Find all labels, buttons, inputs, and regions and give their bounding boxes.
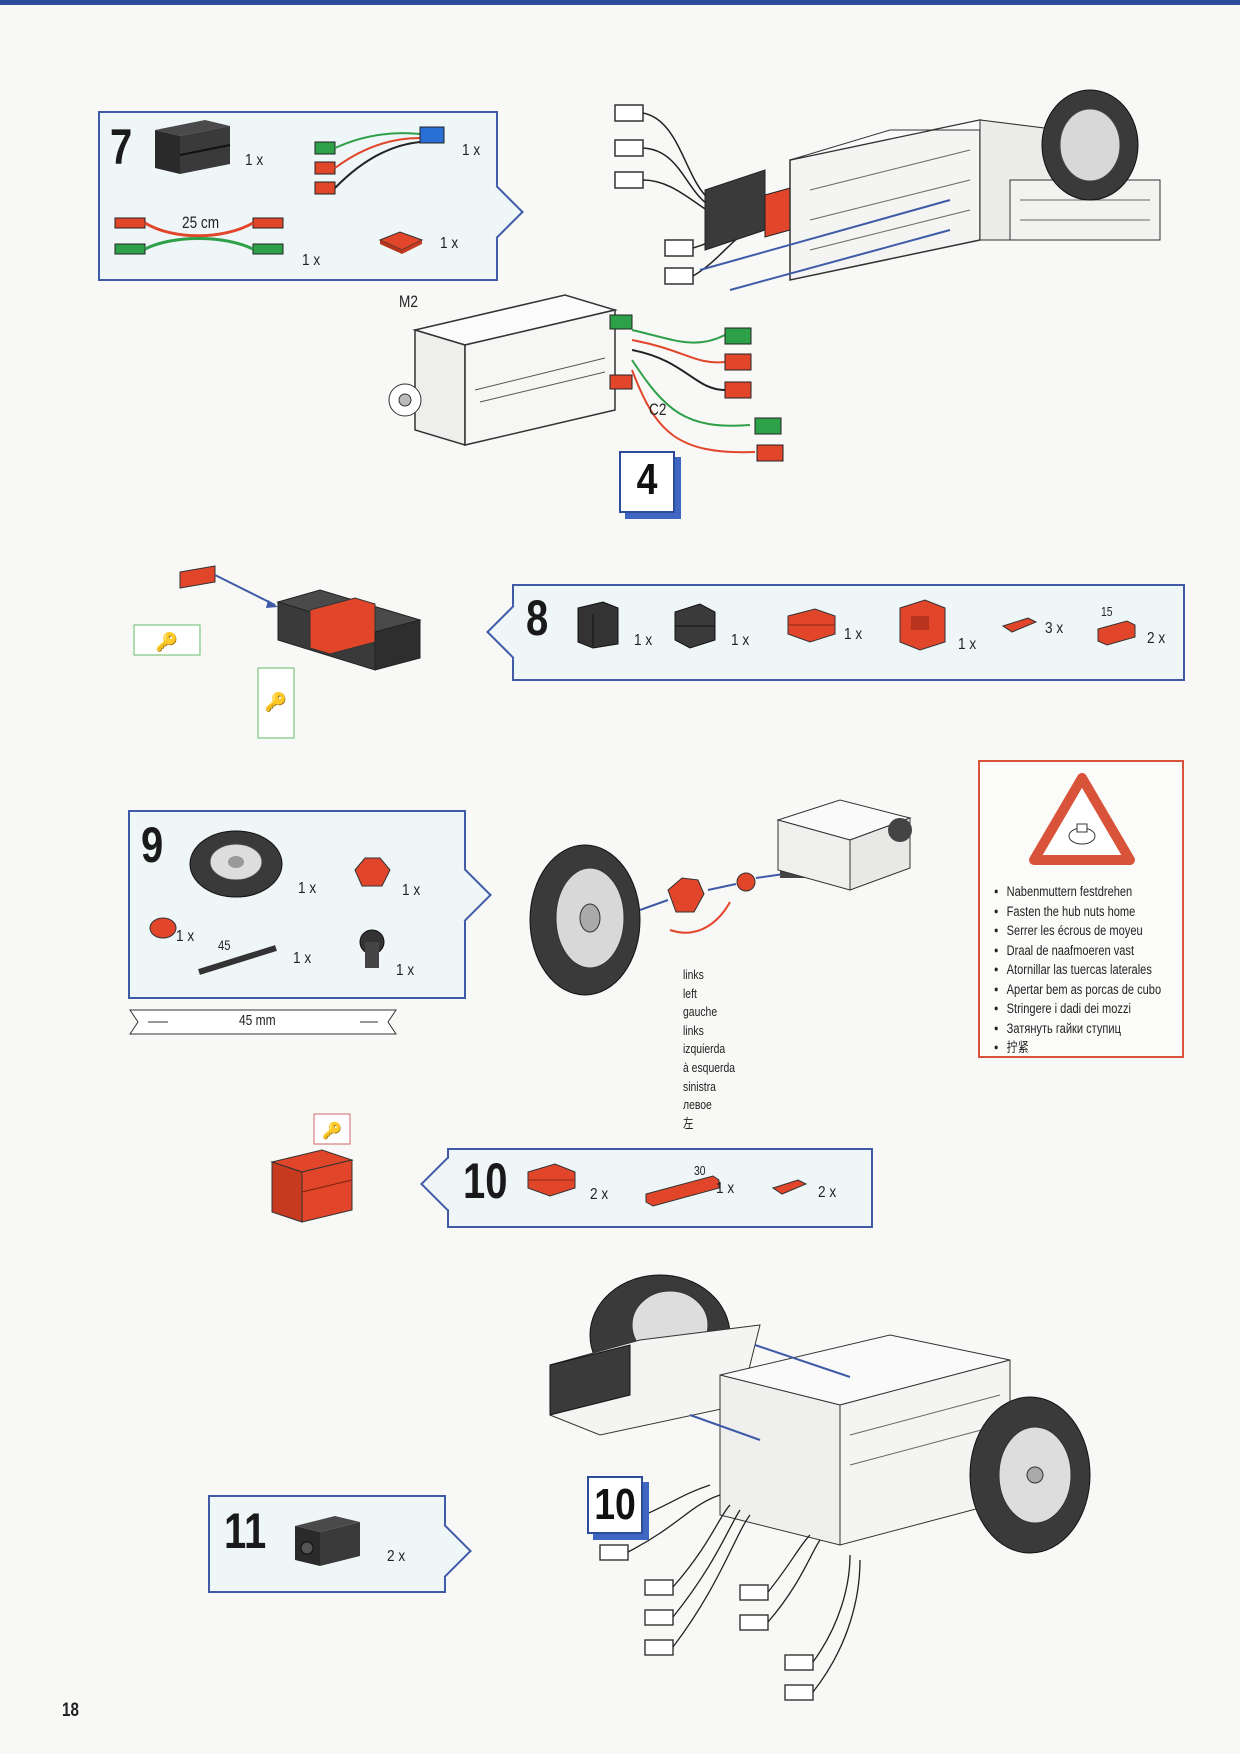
svg-text:🔑: 🔑 [156,631,178,653]
svg-text:🔑: 🔑 [322,1121,342,1140]
step9-qty-tire: 1 x [298,880,317,897]
warning-item: Serrer les écrous de moyeu [994,921,1161,941]
step8-qty-3: 1 x [844,626,863,643]
step8-part-1-black-block [577,601,619,649]
step10-red-block-illustration: 🔑 [270,1113,354,1223]
step7-qty-block: 1 x [245,152,264,169]
svg-text:🔑: 🔑 [265,691,287,713]
step8-qty-5: 3 x [1045,620,1064,637]
page-number: 18 [62,1700,79,1721]
switch-label: C2 [649,400,667,419]
side-label: sinistra [683,1078,716,1094]
step9-gear-icon [359,929,385,968]
top-color-bar [0,0,1240,5]
step8-part-5-red-small [1001,617,1038,633]
step9-number: 9 [141,817,164,873]
warning-list: Nabenmuttern festdrehen Fasten the hub n… [994,882,1198,1058]
motor-m2-illustration [388,294,784,462]
step9-qty-axle: 1 x [293,950,312,967]
step9-hubnut-icon [354,857,391,887]
warning-item: Atornillar las tuercas laterales [994,960,1161,980]
step8-parts-box [512,584,1185,681]
side-label: gauche [683,1004,718,1020]
step8-assembly-illustration: 🔑 🔑 [133,565,422,739]
step8-size-6: 15 [1101,604,1113,619]
step10-red-small-icon [771,1179,808,1195]
side-label: левое [683,1097,712,1113]
step8-qty-1: 1 x [634,632,653,649]
step7-switch-cable-icon [314,126,445,195]
step7-chassis-illustration [614,89,1161,291]
step8-qty-2: 1 x [731,632,750,649]
side-label: à esquerda [683,1059,736,1075]
warning-item: Затянуть гайки ступиц [994,1019,1161,1039]
step10-parts-box [447,1148,873,1228]
side-label: 左 [683,1115,694,1131]
side-label: links [683,1022,704,1038]
step9-qty-ring: 1 x [176,928,195,945]
step10-rod-length: 30 [694,1163,706,1178]
step9-ruler [129,1009,397,1035]
step7-cable-icon [114,217,284,255]
step7-qty-switch: 1 x [462,142,481,159]
step8-part-6-red-rod [1097,620,1136,646]
step8-qty-4: 1 x [958,636,977,653]
step11-number: 11 [224,1503,267,1559]
side-label: izquierda [683,1041,726,1057]
step10-red-block-icon [527,1163,576,1197]
step10-qty-small: 2 x [818,1184,837,1201]
warning-item: Draal de naafmoeren vast [994,941,1161,961]
step7-black-block-icon [155,120,231,174]
step9-axle-length: 45 [218,937,231,953]
step7-qty-cable: 1 x [302,252,321,269]
step7-cable-length: 25 cm [182,213,220,232]
step8-number: 8 [526,590,549,646]
step8-qty-6: 2 x [1147,630,1166,647]
step7-red-plate-icon [378,231,424,254]
step10-qty-rod: 1 x [716,1180,735,1197]
side-label: left [683,985,697,1001]
step10-qty-block: 2 x [590,1186,609,1203]
warning-box: Nabenmuttern festdrehen Fasten the hub n… [978,760,1184,1058]
motor-label: M2 [399,292,418,311]
step10-number: 10 [463,1153,508,1209]
step9-ruler-label: 45 mm [239,1012,276,1029]
step9-parts-box [128,810,466,999]
step7-qty-plate: 1 x [440,235,459,252]
warning-item: Fasten the hub nuts home [994,902,1161,922]
step8-part-2-black-block [674,603,716,649]
step7-number: 7 [110,119,133,175]
warning-item: Apertar bem as porcas de cubo [994,980,1161,1000]
step11-qty-block: 2 x [387,1548,406,1565]
warning-item: 拧紧 [994,1038,1161,1058]
step9-wheel-assembly-illustration [529,799,912,996]
step8-part-4-red-cube [899,599,946,651]
step-ref-4: 4 [619,451,675,513]
side-label-list: links left gauche links izquierda à esqu… [683,966,735,1133]
step-ref-10: 10 [587,1476,643,1534]
step11-black-block-icon [295,1516,360,1566]
warning-item: Stringere i dadi dei mozzi [994,999,1161,1019]
warning-triangle-icon [1029,773,1135,865]
step8-part-3-red-block [787,608,836,643]
step9-qty-gear: 1 x [396,962,415,979]
step9-ring-icon [149,917,177,939]
step9-axle-icon [198,945,277,975]
step9-tire-icon [189,830,283,898]
step9-qty-hubnut: 1 x [402,882,421,899]
side-label: links [683,967,704,982]
step10-red-rod-icon [645,1175,720,1207]
warning-item: Nabenmuttern festdrehen [994,882,1161,902]
